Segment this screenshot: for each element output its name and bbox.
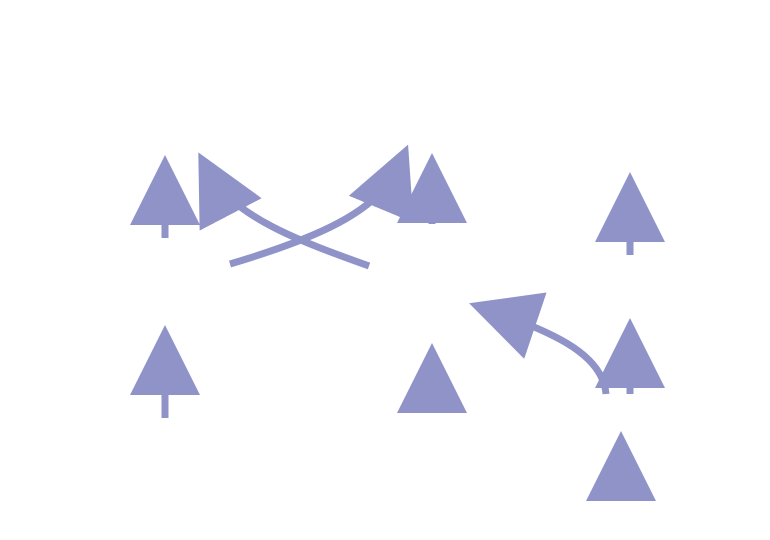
arrow-curved-to-left-center bbox=[469, 292, 610, 395]
arrow-curved-to-upper-right bbox=[229, 144, 414, 268]
arrow-curved-to-upper-left bbox=[198, 152, 371, 270]
